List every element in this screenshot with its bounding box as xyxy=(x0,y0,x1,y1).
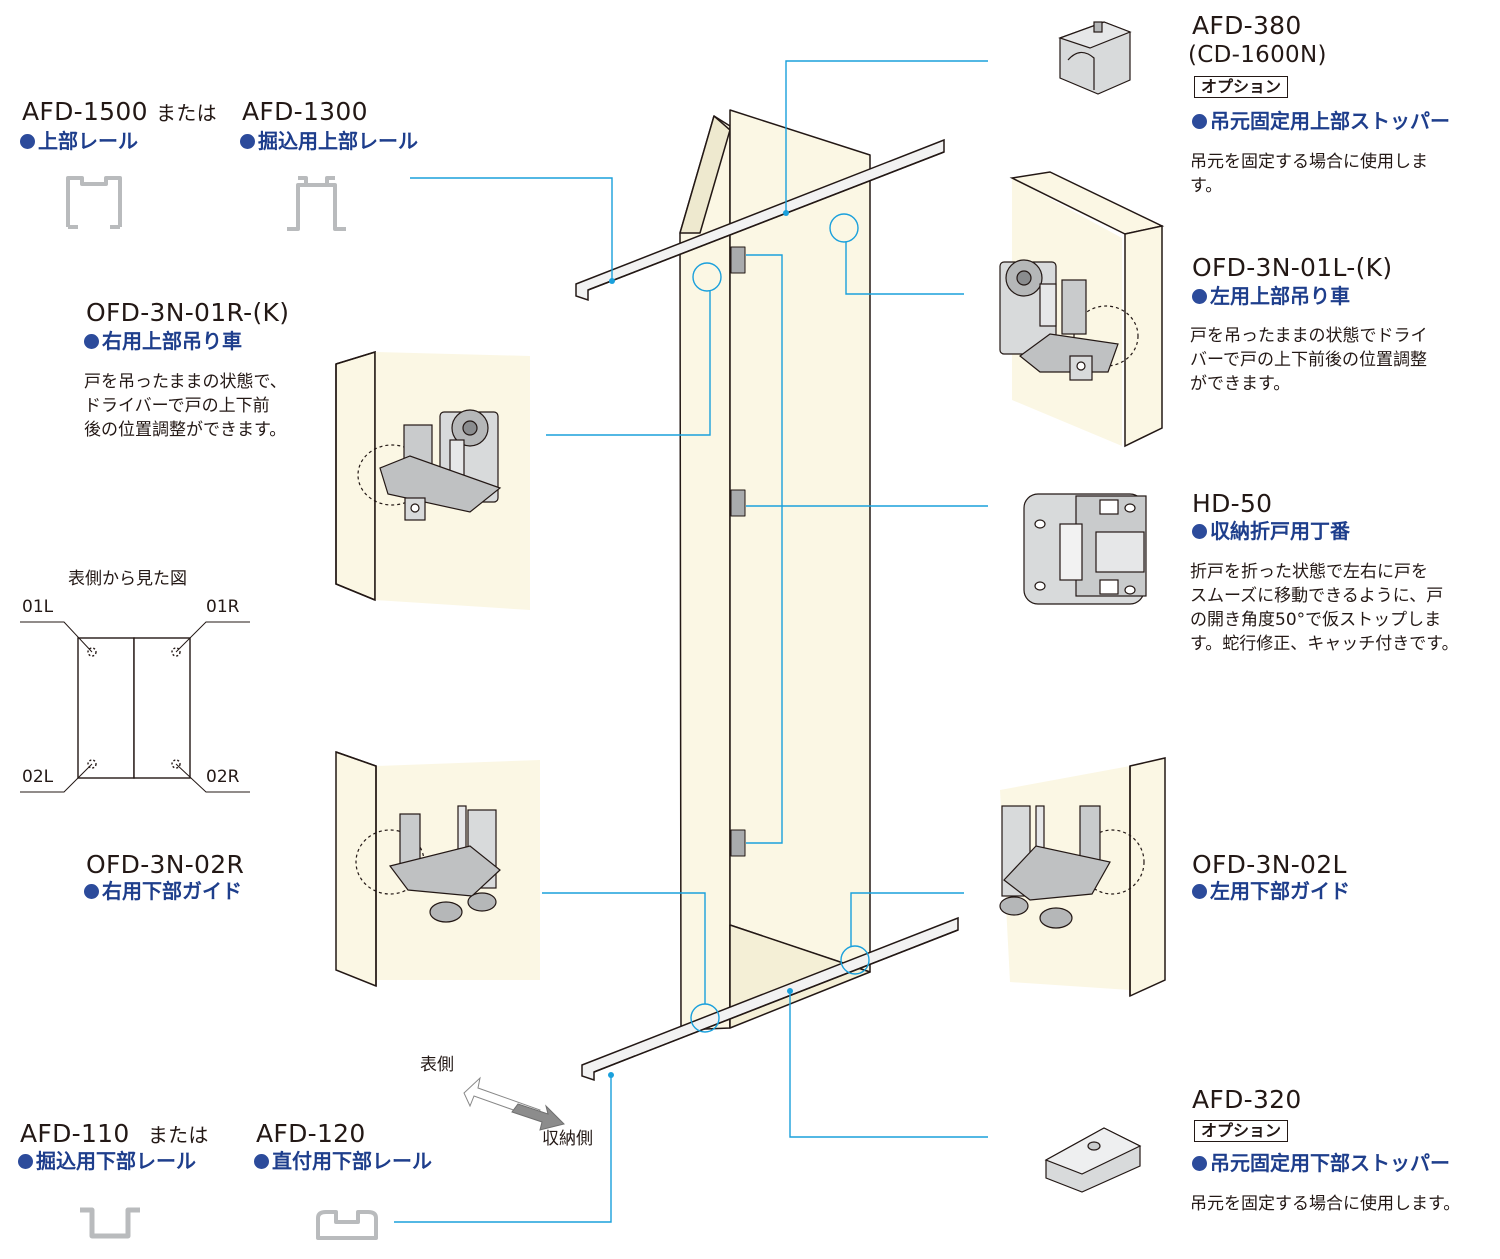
rail-profile-afd120 xyxy=(316,1210,378,1240)
folding-door-panels xyxy=(679,109,871,1031)
rail-profile-afd1500 xyxy=(66,176,122,229)
part-code-afd120: AFD-120 xyxy=(256,1119,366,1148)
part-code-afd1300: AFD-1300 xyxy=(242,97,368,126)
part-name-ofd02r: 右用下部ガイド xyxy=(84,880,242,903)
option-badge-afd380: オプション xyxy=(1194,76,1289,98)
part-code-afd1500: AFD-1500 または xyxy=(22,97,217,126)
part-name-afd1500: 上部レール xyxy=(20,130,138,153)
part-name-afd380: 吊元固定用上部ストッパー xyxy=(1192,110,1450,133)
part-code-ofd02r: OFD-3N-02R xyxy=(86,850,245,879)
rail-profile-afd110 xyxy=(80,1207,140,1239)
hanger-wheel-right-icon xyxy=(357,409,502,521)
or-word: または xyxy=(147,1123,209,1147)
part-code-afd110: AFD-110 または xyxy=(20,1119,209,1148)
part-code-afd380: AFD-380 xyxy=(1192,11,1302,40)
leader-lines xyxy=(394,60,988,1223)
part-code-ofd02l: OFD-3N-02L xyxy=(1192,850,1347,879)
lower-guide-left-icon xyxy=(999,805,1145,929)
part-desc-hd50: 折戸を折った状態で左右に戸を スムーズに移動できるように、戸 の開き角度50°で… xyxy=(1190,562,1459,654)
hanger-wheel-left-icon xyxy=(999,259,1139,381)
part-name-ofd01l: 左用上部吊り車 xyxy=(1192,285,1350,308)
part-name-afd320: 吊元固定用下部ストッパー xyxy=(1192,1152,1450,1175)
label-01r: 01R xyxy=(206,597,240,617)
front-view-diagram xyxy=(20,621,250,793)
lower-guide-right-icon xyxy=(355,805,501,923)
storage-side-label: 収納側 xyxy=(542,1129,593,1149)
part-name-afd120: 直付用下部レール xyxy=(254,1150,432,1173)
front-view-title: 表側から見た図 xyxy=(68,569,187,589)
part-code-ofd01l: OFD-3N-01L-(K) xyxy=(1192,253,1393,282)
part-desc-afd380: 吊元を固定する場合に使用しま す。 xyxy=(1190,152,1428,196)
hinge-icon xyxy=(1023,493,1147,605)
bottom-stopper-icon xyxy=(1044,1127,1142,1193)
label-02l: 02L xyxy=(22,767,54,787)
part-name-hd50: 収納折戸用丁番 xyxy=(1192,520,1350,543)
bottom-rail xyxy=(581,916,959,1082)
part-name-ofd01r: 右用上部吊り車 xyxy=(84,330,242,353)
part-desc-ofd01l: 戸を吊ったままの状態でドライ バーで戸の上下前後の位置調整 ができます。 xyxy=(1190,326,1428,394)
top-stopper-icon xyxy=(1058,21,1132,95)
direction-arrow-icon xyxy=(463,1076,565,1131)
option-badge-afd320: オプション xyxy=(1194,1120,1289,1142)
part-code-hd50: HD-50 xyxy=(1192,489,1273,518)
or-word: または xyxy=(156,101,217,125)
top-rail xyxy=(575,138,945,302)
part-desc-ofd01r: 戸を吊ったままの状態で、 ドライバーで戸の上下前 後の位置調整ができます。 xyxy=(84,372,287,440)
label-02r: 02R xyxy=(206,767,240,787)
part-code-ofd01r: OFD-3N-01R-(K) xyxy=(86,298,290,327)
part-name-afd110: 掘込用下部レール xyxy=(18,1150,196,1173)
part-alt-code-afd380: (CD-1600N) xyxy=(1188,42,1327,68)
part-name-ofd02l: 左用下部ガイド xyxy=(1192,880,1350,903)
part-code-afd320: AFD-320 xyxy=(1192,1085,1302,1114)
front-side-label: 表側 xyxy=(420,1055,454,1075)
part-name-afd1300: 掘込用上部レール xyxy=(240,130,418,153)
rail-profile-afd1300 xyxy=(287,176,346,231)
label-01l: 01L xyxy=(22,597,54,617)
part-desc-afd320: 吊元を固定する場合に使用します。 xyxy=(1190,1194,1461,1214)
